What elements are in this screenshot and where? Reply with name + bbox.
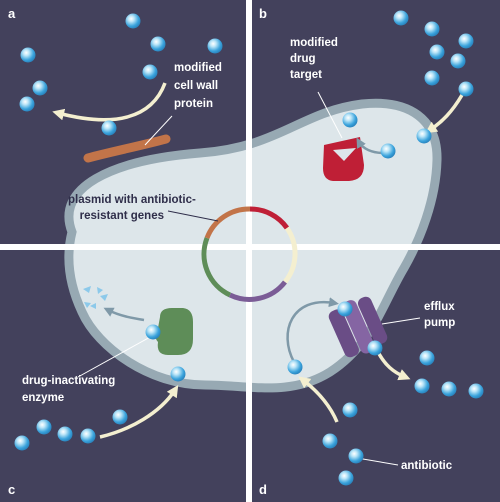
arrow-entry-c bbox=[99, 385, 179, 439]
leader-line-plasmid bbox=[167, 210, 219, 222]
antibiotic-molecule bbox=[112, 409, 128, 425]
antibiotic-molecule bbox=[441, 381, 457, 397]
leader-line-cell-wall-protein bbox=[144, 115, 173, 146]
antibiotic-molecules bbox=[14, 10, 484, 486]
panel-letter-b: b bbox=[259, 6, 267, 21]
antibiotic-molecule bbox=[150, 36, 166, 52]
leader-line-drug-target bbox=[317, 91, 343, 139]
antibiotic-molecule bbox=[337, 301, 353, 317]
arrow-deflected bbox=[52, 82, 167, 122]
antibiotic-molecule bbox=[20, 47, 36, 63]
antibiotic-molecule bbox=[416, 128, 432, 144]
antibiotic-molecule bbox=[80, 428, 96, 444]
antibiotic-molecule bbox=[367, 340, 383, 356]
antibiotic-molecule bbox=[57, 426, 73, 442]
antibiotic-molecule bbox=[429, 44, 445, 60]
label-antibiotic: antibiotic bbox=[401, 460, 453, 472]
antibiotic-molecule bbox=[36, 419, 52, 435]
antibiotic-molecule bbox=[458, 81, 474, 97]
antibiotic-molecule bbox=[424, 21, 440, 37]
antibiotic-molecule bbox=[170, 366, 186, 382]
panel-letter-c: c bbox=[8, 482, 15, 497]
arrow-efflux-loop bbox=[286, 297, 339, 363]
drug-target bbox=[323, 137, 364, 181]
label-drug-target: modified drug target bbox=[290, 37, 341, 81]
label-plasmid: plasmid with antibiotic- resistant genes bbox=[68, 194, 199, 222]
antibiotic-molecule bbox=[414, 378, 430, 394]
antibiotic-molecule bbox=[458, 33, 474, 49]
antibiotic-molecule bbox=[348, 448, 364, 464]
antibiotic-molecule bbox=[342, 402, 358, 418]
antibiotic-molecule bbox=[145, 324, 161, 340]
arrow-efflux-out bbox=[376, 351, 411, 381]
antibiotic-molecule bbox=[322, 433, 338, 449]
antibiotic-molecule bbox=[125, 13, 141, 29]
drug-fragments bbox=[83, 286, 108, 309]
antibiotic-molecule bbox=[14, 435, 30, 451]
antibiotic-molecule bbox=[342, 112, 358, 128]
label-enzyme: drug-inactivating enzyme bbox=[22, 375, 118, 404]
antibiotic-molecule bbox=[338, 470, 354, 486]
leader-line-enzyme bbox=[77, 335, 153, 378]
inactivating-enzyme bbox=[155, 308, 193, 355]
antibiotic-molecule bbox=[142, 64, 158, 80]
leader-line-antibiotic bbox=[356, 457, 399, 466]
arrow-entry-d bbox=[298, 376, 339, 423]
arrow-entry-b bbox=[425, 94, 464, 134]
antibiotic-molecule bbox=[450, 53, 466, 69]
label-efflux-pump: efflux pump bbox=[424, 301, 458, 329]
antibiotic-molecule bbox=[419, 350, 435, 366]
panel-divider-vertical bbox=[246, 0, 252, 502]
antibiotic-molecule bbox=[19, 96, 35, 112]
antibiotic-molecule bbox=[32, 80, 48, 96]
label-cell-wall-protein: modified cell wall protein bbox=[174, 62, 225, 110]
antibiotic-molecule bbox=[424, 70, 440, 86]
antibiotic-molecule bbox=[468, 383, 484, 399]
antibiotic-molecule bbox=[101, 120, 117, 136]
antibiotic-molecule bbox=[207, 38, 223, 54]
antibiotic-molecule bbox=[393, 10, 409, 26]
arrow-enzyme-out bbox=[103, 307, 145, 322]
antibiotic-molecule bbox=[287, 359, 303, 375]
panel-letter-a: a bbox=[8, 6, 16, 21]
leader-line-efflux-pump bbox=[381, 317, 421, 325]
cell-wall-protein bbox=[83, 134, 171, 163]
panel-divider-horizontal bbox=[0, 244, 500, 250]
antibiotic-molecule bbox=[380, 143, 396, 159]
panel-letter-d: d bbox=[259, 482, 267, 497]
plasmid bbox=[201, 206, 298, 302]
